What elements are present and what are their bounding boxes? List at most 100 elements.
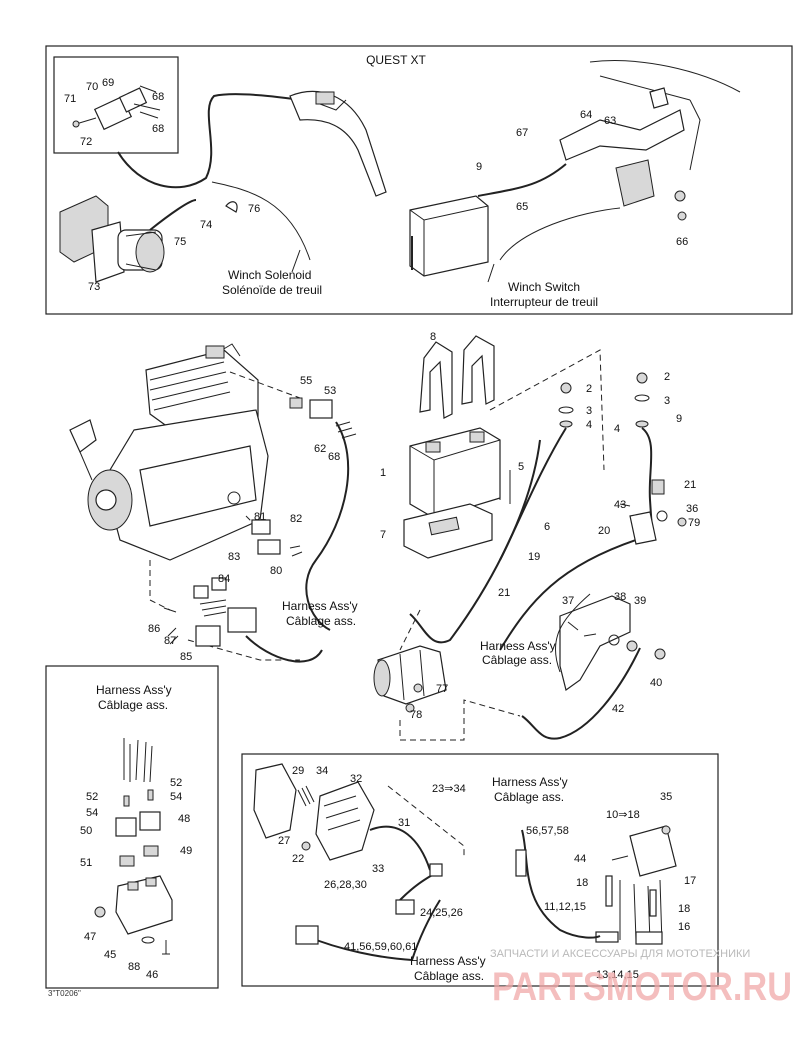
callout-26-28-30: 26,28,30: [324, 879, 367, 891]
callout-36: 36: [686, 503, 698, 515]
starter-relay: [619, 479, 687, 545]
callout-50: 50: [80, 825, 92, 837]
engine-connectors: [163, 397, 357, 647]
callout-83: 83: [228, 551, 240, 563]
callout-85: 85: [180, 651, 192, 663]
module-harness-2: [305, 899, 441, 962]
callout-4b: 4: [614, 423, 620, 435]
winch-cable-a: [117, 93, 331, 189]
ground-cable-42: [521, 647, 641, 740]
callout-68a: 68: [152, 91, 164, 103]
callout-4: 4: [586, 419, 592, 431]
callout-81: 81: [254, 511, 266, 523]
callout-63: 63: [604, 115, 616, 127]
winch-solenoid-label: Winch Solenoid: [228, 268, 311, 282]
harness-label-1-fr: Câblage ass.: [286, 614, 356, 628]
corner-code: 3"T0206": [48, 989, 81, 998]
callout-75: 75: [174, 236, 186, 248]
harness-label-2-fr: Câblage ass.: [482, 653, 552, 667]
ignition-module: [253, 763, 375, 861]
battery-straps: [419, 335, 495, 419]
callout-52b: 52: [170, 777, 182, 789]
callout-64: 64: [580, 109, 592, 121]
callout-18b: 18: [678, 903, 690, 915]
callout-56-57-58: 56,57,58: [526, 825, 569, 837]
callout-53: 53: [324, 385, 336, 397]
callout-9-top: 9: [476, 161, 482, 173]
callout-40: 40: [650, 677, 662, 689]
harness-wire-low: [245, 635, 323, 663]
callout-29: 29: [292, 765, 304, 777]
callout-37: 37: [562, 595, 574, 607]
callout-72: 72: [80, 136, 92, 148]
callout-80: 80: [270, 565, 282, 577]
callout-55: 55: [300, 375, 312, 387]
winch-battery: [409, 195, 489, 277]
callout-17: 17: [684, 875, 696, 887]
harness-lead-mid: [555, 593, 591, 673]
callout-51: 51: [80, 857, 92, 869]
callout-41: 41,56,59,60,61: [344, 941, 417, 953]
callout-9b: 9: [676, 413, 682, 425]
starter-motor: [373, 645, 447, 713]
harness-label-5-fr: Câblage ass.: [414, 969, 484, 983]
callout-1: 1: [380, 467, 386, 479]
callout-66: 66: [676, 236, 688, 248]
module-dash: [387, 785, 465, 858]
callout-78: 78: [410, 709, 422, 721]
callout-69: 69: [102, 77, 114, 89]
battery-tray: [403, 503, 493, 559]
callout-67: 67: [516, 127, 528, 139]
callout-45: 45: [104, 949, 116, 961]
callout-22: 22: [292, 853, 304, 865]
relay-frame: [45, 665, 219, 989]
callout-39: 39: [634, 595, 646, 607]
callout-31: 31: [398, 817, 410, 829]
callout-88: 88: [128, 961, 140, 973]
callout-35: 35: [660, 791, 672, 803]
callout-76: 76: [248, 203, 260, 215]
cdi-connector: [515, 849, 527, 877]
frame-bracket: [559, 595, 666, 692]
callout-10-18: 10⇒18: [606, 809, 640, 821]
winch-switch-lead: [487, 207, 621, 283]
callout-47: 47: [84, 931, 96, 943]
harness-label-4: Harness Ass'y: [492, 775, 568, 789]
callout-44: 44: [574, 853, 586, 865]
callout-32: 32: [350, 773, 362, 785]
callout-13-14-15: 13,14,15: [596, 969, 639, 981]
atv-front-fender: [289, 90, 387, 197]
callout-42: 42: [612, 703, 624, 715]
cable-19: [409, 439, 541, 644]
battery-bracket: [489, 349, 605, 471]
callout-18a: 18: [576, 877, 588, 889]
callout-27: 27: [278, 835, 290, 847]
callout-21a: 21: [684, 479, 696, 491]
callout-73: 73: [88, 281, 100, 293]
module-frame: [241, 753, 719, 987]
callout-68-mid: 68: [328, 451, 340, 463]
callout-86: 86: [148, 623, 160, 635]
callout-16: 16: [678, 921, 690, 933]
callout-20: 20: [598, 525, 610, 537]
handlebar-assembly: [559, 60, 741, 221]
callout-34: 34: [316, 765, 328, 777]
harness-wire-mid: [305, 421, 350, 631]
callout-7: 7: [380, 529, 386, 541]
callout-19: 19: [528, 551, 540, 563]
callout-38: 38: [614, 591, 626, 603]
callout-3b: 3: [664, 395, 670, 407]
callout-71: 71: [64, 93, 76, 105]
callout-62: 62: [314, 443, 326, 455]
harness-label-3: Harness Ass'y: [96, 683, 172, 697]
callout-54b: 54: [170, 791, 182, 803]
winch-switch-cable: [477, 163, 567, 197]
dash-starter: [399, 609, 421, 651]
inset-frame-top: [53, 56, 179, 154]
relay-parts: [94, 738, 173, 955]
winch-switch-label: Winch Switch: [508, 280, 580, 294]
cdi-harness: [521, 829, 601, 939]
callout-65: 65: [516, 201, 528, 213]
callout-48: 48: [178, 813, 190, 825]
callout-6: 6: [544, 521, 550, 533]
